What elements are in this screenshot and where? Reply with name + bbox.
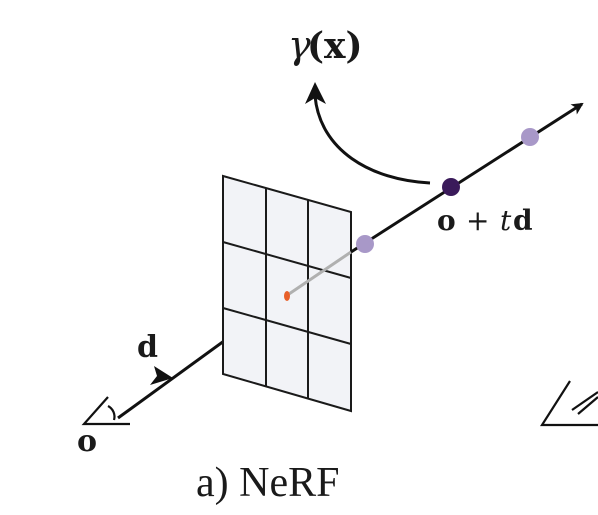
ray-inside-segment: [285, 250, 352, 298]
point-plus-label: +: [466, 204, 489, 237]
origin-label: o: [77, 424, 97, 459]
figure-caption: a) NeRF: [196, 460, 339, 506]
encoding-curve-arrow: [313, 95, 431, 185]
eye-camera-icon-partial: [539, 380, 598, 427]
sample-point: [356, 235, 374, 253]
sample-point: [521, 128, 539, 146]
grid-line-horizontal: [222, 307, 352, 345]
query-point: [442, 178, 460, 196]
pixel-hit-point: [284, 291, 290, 301]
point-t-label: t: [500, 204, 512, 237]
gamma-fn-label: γ: [288, 23, 311, 67]
ray-back-segment: [350, 102, 584, 254]
encoding-arrowhead: [305, 82, 326, 104]
eye-camera-icon: [81, 396, 130, 426]
direction-label: d: [137, 330, 158, 365]
gamma-arg-label: (x): [307, 25, 363, 67]
direction-arrowhead: [150, 366, 173, 385]
point-o-label: o: [437, 204, 456, 237]
point-d-label: d: [513, 204, 533, 237]
grid-line-horizontal: [222, 241, 352, 279]
